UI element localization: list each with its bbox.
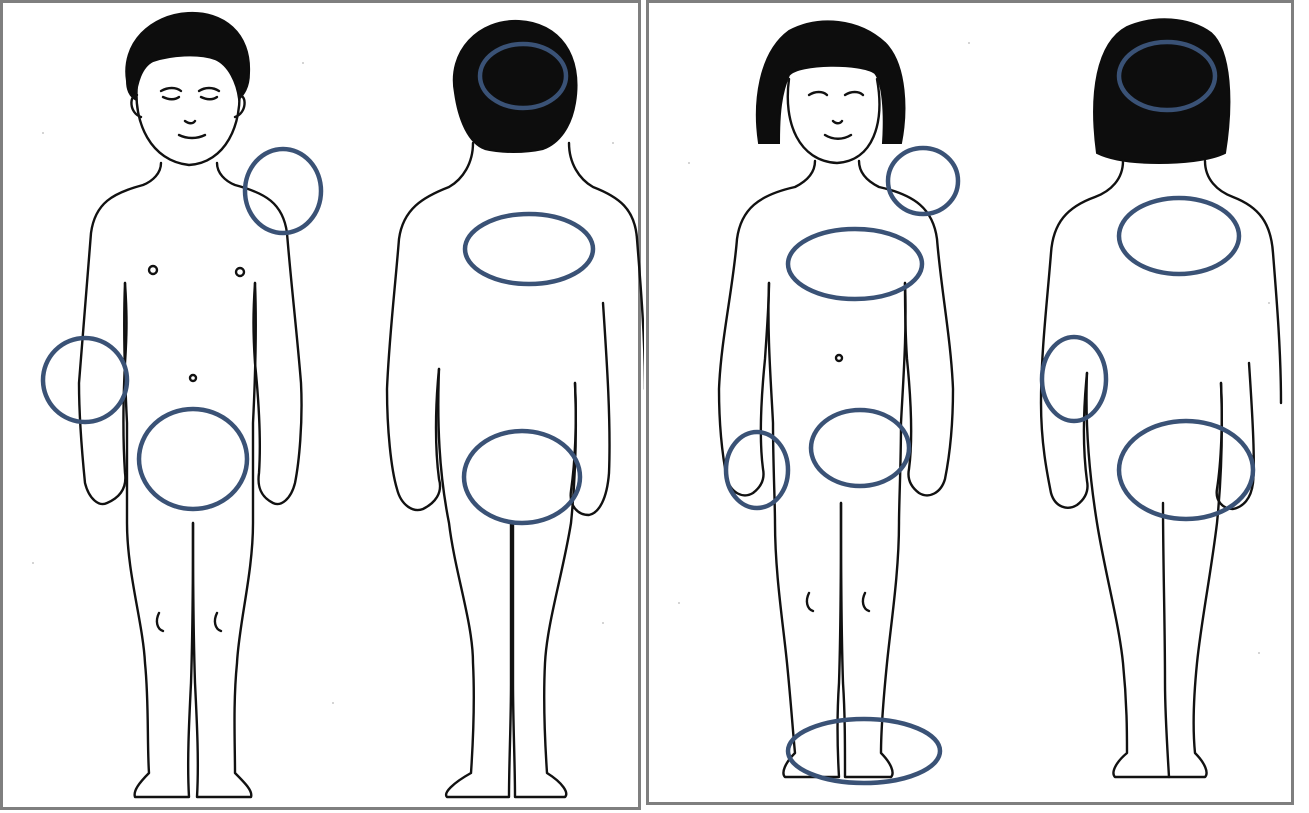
boy-panel [0,0,641,810]
boy-back-hair [454,21,577,152]
boy-front-hair [126,13,249,99]
girl-figures [649,3,1297,808]
marker-boy-back-buttocks [464,431,580,523]
speckles [32,62,614,704]
boy-front-head [136,83,239,165]
girl-front-figure [719,21,953,777]
marker-girl-front-feet [788,719,940,783]
girl-front-hair [757,21,905,143]
marker-girl-back-arm [1042,337,1106,421]
boy-front-body [79,163,161,504]
marker-girl-back-buttocks [1119,421,1253,519]
marker-girl-front-shoulder [888,148,958,214]
marker-boy-front-arm [43,338,127,422]
marker-girl-front-chest [788,229,922,299]
marker-girl-front-groin [811,410,909,486]
marker-girl-front-wrist [726,432,788,508]
marker-boy-front-groin [139,409,247,509]
boy-back-figure [387,21,644,797]
girl-back-figure [1041,19,1281,777]
boy-front-figure [79,13,302,797]
girl-panel [646,0,1294,805]
marker-boy-back-upper [465,214,593,284]
boy-figures [3,3,644,813]
marker-girl-back-upper [1119,198,1239,274]
